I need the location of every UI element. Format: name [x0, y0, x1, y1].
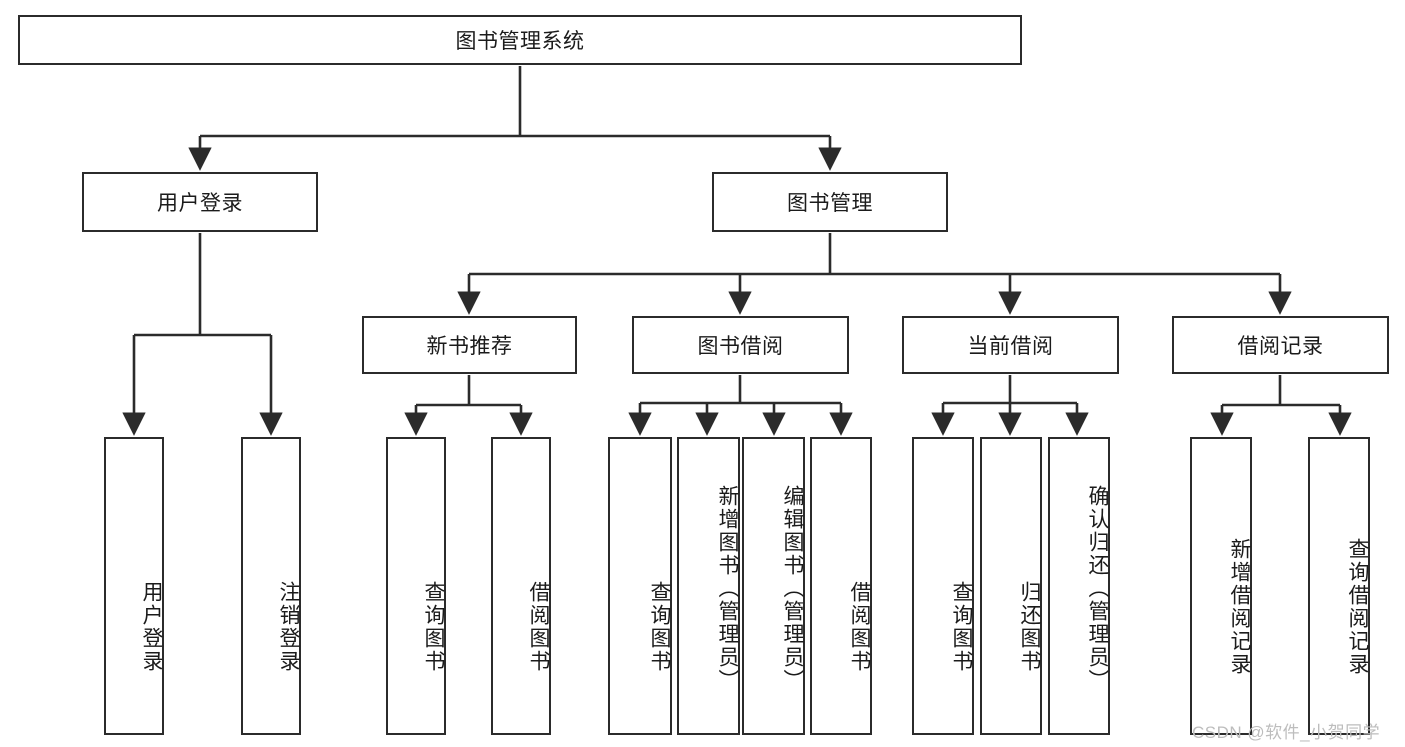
leaf-newbook-query-books[interactable]: 查询图书: [386, 437, 446, 735]
node-label: 新书推荐: [426, 335, 513, 358]
leaf-currentborrow-confirm-return-admin[interactable]: 确认归还（管理员）: [1048, 437, 1110, 735]
node-book-borrow[interactable]: 图书借阅: [632, 316, 849, 374]
node-label: 编辑图书（管理员）: [781, 484, 804, 692]
node-label: 借阅记录: [1237, 335, 1324, 358]
leaf-user-login-signout[interactable]: 注销登录: [241, 437, 301, 735]
node-label: 查询借阅记录: [1346, 538, 1369, 676]
node-label: 图书管理系统: [455, 30, 585, 53]
node-current-borrow[interactable]: 当前借阅: [902, 316, 1119, 374]
leaf-borrowrecord-query-record[interactable]: 查询借阅记录: [1308, 437, 1370, 735]
node-label: 新增借阅记录: [1228, 538, 1251, 676]
leaf-bookborrow-add-book-admin[interactable]: 新增图书（管理员）: [677, 437, 740, 735]
node-label: 确认归还（管理员）: [1086, 484, 1109, 692]
node-library-management-system[interactable]: 图书管理系统: [18, 15, 1022, 65]
node-label: 用户登录: [140, 581, 163, 673]
leaf-bookborrow-edit-book-admin[interactable]: 编辑图书（管理员）: [742, 437, 805, 735]
node-label: 图书借阅: [697, 335, 784, 358]
leaf-newbook-borrow-books[interactable]: 借阅图书: [491, 437, 551, 735]
leaf-user-login-signin[interactable]: 用户登录: [104, 437, 164, 735]
leaf-borrowrecord-add-record[interactable]: 新增借阅记录: [1190, 437, 1252, 735]
node-user-login[interactable]: 用户登录: [82, 172, 318, 232]
node-label: 查询图书: [648, 581, 671, 673]
csdn-watermark: CSDN @软件_小贺同学: [1192, 723, 1381, 742]
node-label: 归还图书: [1018, 581, 1041, 673]
node-book-management[interactable]: 图书管理: [712, 172, 948, 232]
node-label: 借阅图书: [527, 581, 550, 673]
node-label: 新增图书（管理员）: [716, 484, 739, 692]
node-label: 图书管理: [787, 192, 873, 215]
node-borrow-record[interactable]: 借阅记录: [1172, 316, 1389, 374]
leaf-bookborrow-query-books[interactable]: 查询图书: [608, 437, 672, 735]
node-label: 查询图书: [422, 581, 445, 673]
node-label: 当前借阅: [967, 335, 1054, 358]
node-label: 注销登录: [277, 581, 300, 673]
node-label: 用户登录: [157, 192, 243, 215]
node-label: 借阅图书: [848, 581, 871, 673]
leaf-currentborrow-query-books[interactable]: 查询图书: [912, 437, 974, 735]
node-label: 查询图书: [950, 581, 973, 673]
leaf-bookborrow-borrow-books[interactable]: 借阅图书: [810, 437, 872, 735]
leaf-currentborrow-return-books[interactable]: 归还图书: [980, 437, 1042, 735]
node-new-book-recommend[interactable]: 新书推荐: [362, 316, 577, 374]
